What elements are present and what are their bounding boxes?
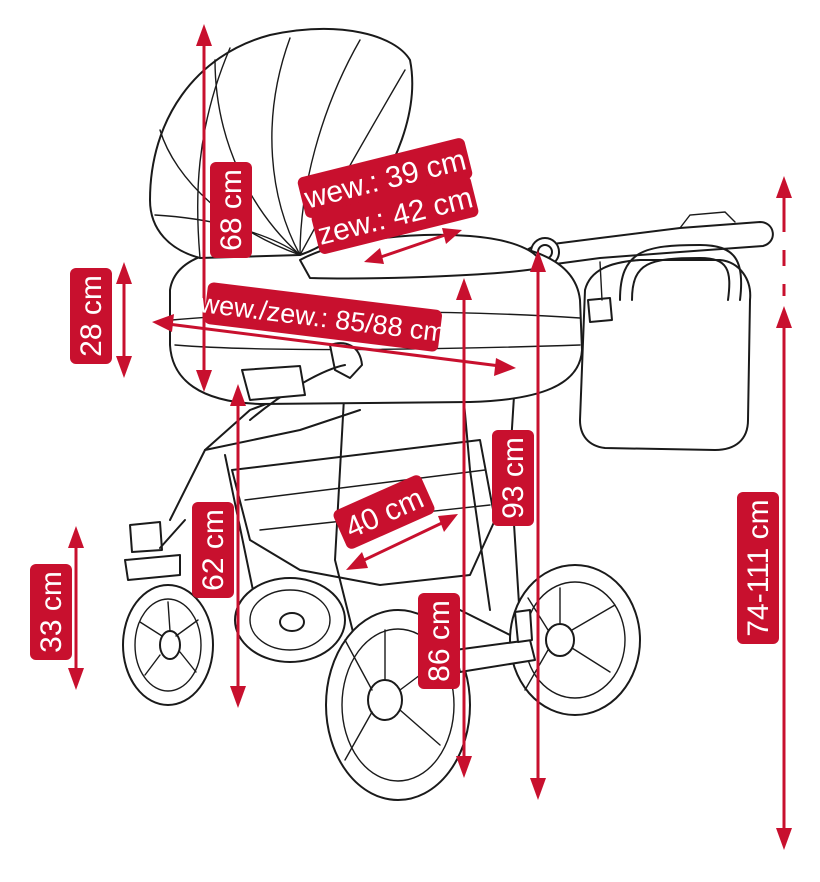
arrow-seat-height: [230, 384, 246, 708]
dimension-arrows: [68, 24, 792, 850]
arrow-canopy-height: [196, 24, 212, 392]
wheel-front-right: [234, 577, 346, 663]
svg-text:28 cm: 28 cm: [75, 275, 108, 357]
arrow-total-height: [530, 250, 546, 800]
arrow-interior-width: [364, 228, 462, 264]
arrow-front-wheel-height: [68, 526, 84, 690]
wheel-front-left: [122, 584, 214, 706]
arrow-carrycot-depth: [116, 262, 132, 378]
arrow-frame-height: [456, 278, 472, 778]
label-seat-height: 62 cm: [192, 502, 234, 598]
svg-text:74-111 cm: 74-111 cm: [742, 499, 775, 636]
label-total-height: 93 cm: [492, 430, 534, 526]
arrow-seat-width: [346, 514, 458, 570]
label-canopy-height: 68 cm: [210, 162, 252, 258]
label-front-wheel-height: 33 cm: [30, 564, 72, 660]
changing-bag: [579, 259, 752, 451]
arrow-handle-height: [776, 176, 792, 850]
svg-text:93 cm: 93 cm: [497, 437, 530, 519]
label-handle-height: 74-111 cm: [737, 492, 779, 644]
svg-text:68 cm: 68 cm: [215, 169, 248, 251]
arrow-carrycot-length: [152, 314, 516, 376]
wheel-rear-left: [509, 564, 641, 716]
handlebar: [544, 221, 774, 266]
svg-text:62 cm: 62 cm: [197, 509, 230, 591]
svg-text:86 cm: 86 cm: [423, 600, 456, 682]
svg-text:33 cm: 33 cm: [35, 571, 68, 653]
label-frame-height: 86 cm: [418, 593, 460, 689]
label-carrycot-depth: 28 cm: [70, 268, 112, 364]
